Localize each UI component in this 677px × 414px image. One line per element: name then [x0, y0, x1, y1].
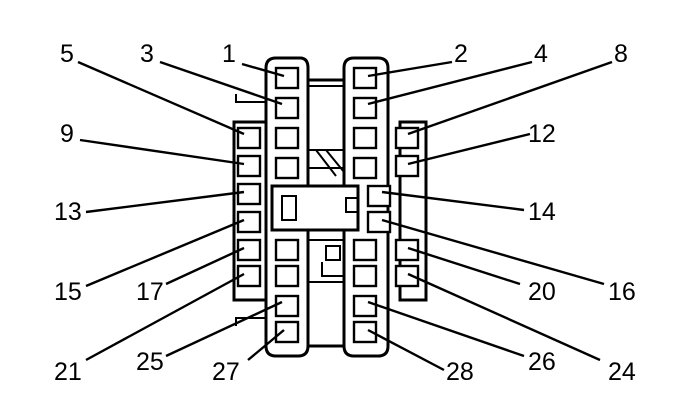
pin-label-15: 15 — [54, 278, 82, 306]
leader-25 — [165, 300, 283, 358]
pin-label-9: 9 — [60, 120, 74, 148]
leader-27 — [247, 329, 285, 361]
pin-label-3: 3 — [140, 40, 154, 68]
pin-label-14: 14 — [528, 198, 556, 226]
leader-13 — [85, 190, 245, 214]
pin-label-8: 8 — [614, 40, 628, 68]
leader-17 — [165, 246, 245, 286]
pin-label-20: 20 — [528, 278, 556, 306]
leader-21 — [85, 272, 245, 362]
leader-16 — [381, 218, 605, 286]
leader-1 — [241, 62, 285, 78]
pin-label-2: 2 — [454, 40, 468, 68]
leader-12 — [407, 132, 531, 166]
pin-label-4: 4 — [534, 40, 548, 68]
leader-2 — [367, 60, 453, 78]
leader-4 — [367, 60, 533, 106]
leader-14 — [381, 190, 525, 212]
pin-label-24: 24 — [608, 358, 636, 386]
pin-label-28: 28 — [446, 358, 474, 386]
pin-label-25: 25 — [136, 348, 164, 376]
pin-label-16: 16 — [608, 278, 636, 306]
leader-lines — [77, 60, 613, 372]
pin-label-27: 27 — [212, 358, 240, 386]
pin-label-5: 5 — [60, 40, 74, 68]
pin-labels: 1 2 3 4 5 8 9 12 13 14 15 16 17 20 21 24… — [54, 40, 636, 386]
leader-3 — [159, 60, 283, 106]
leader-24 — [407, 272, 601, 362]
pin-cavities — [236, 66, 420, 344]
leader-26 — [367, 300, 525, 358]
leader-28 — [367, 328, 445, 372]
pin-label-13: 13 — [54, 198, 82, 226]
leader-15 — [85, 218, 245, 288]
leader-5 — [77, 60, 245, 136]
pin-label-12: 12 — [528, 120, 556, 148]
leader-20 — [407, 246, 521, 286]
pin-label-21: 21 — [54, 358, 82, 386]
leader-9 — [79, 138, 245, 166]
pin-label-17: 17 — [136, 278, 164, 306]
leader-8 — [407, 60, 613, 136]
pin-label-1: 1 — [222, 40, 236, 68]
pin-label-26: 26 — [528, 348, 556, 376]
